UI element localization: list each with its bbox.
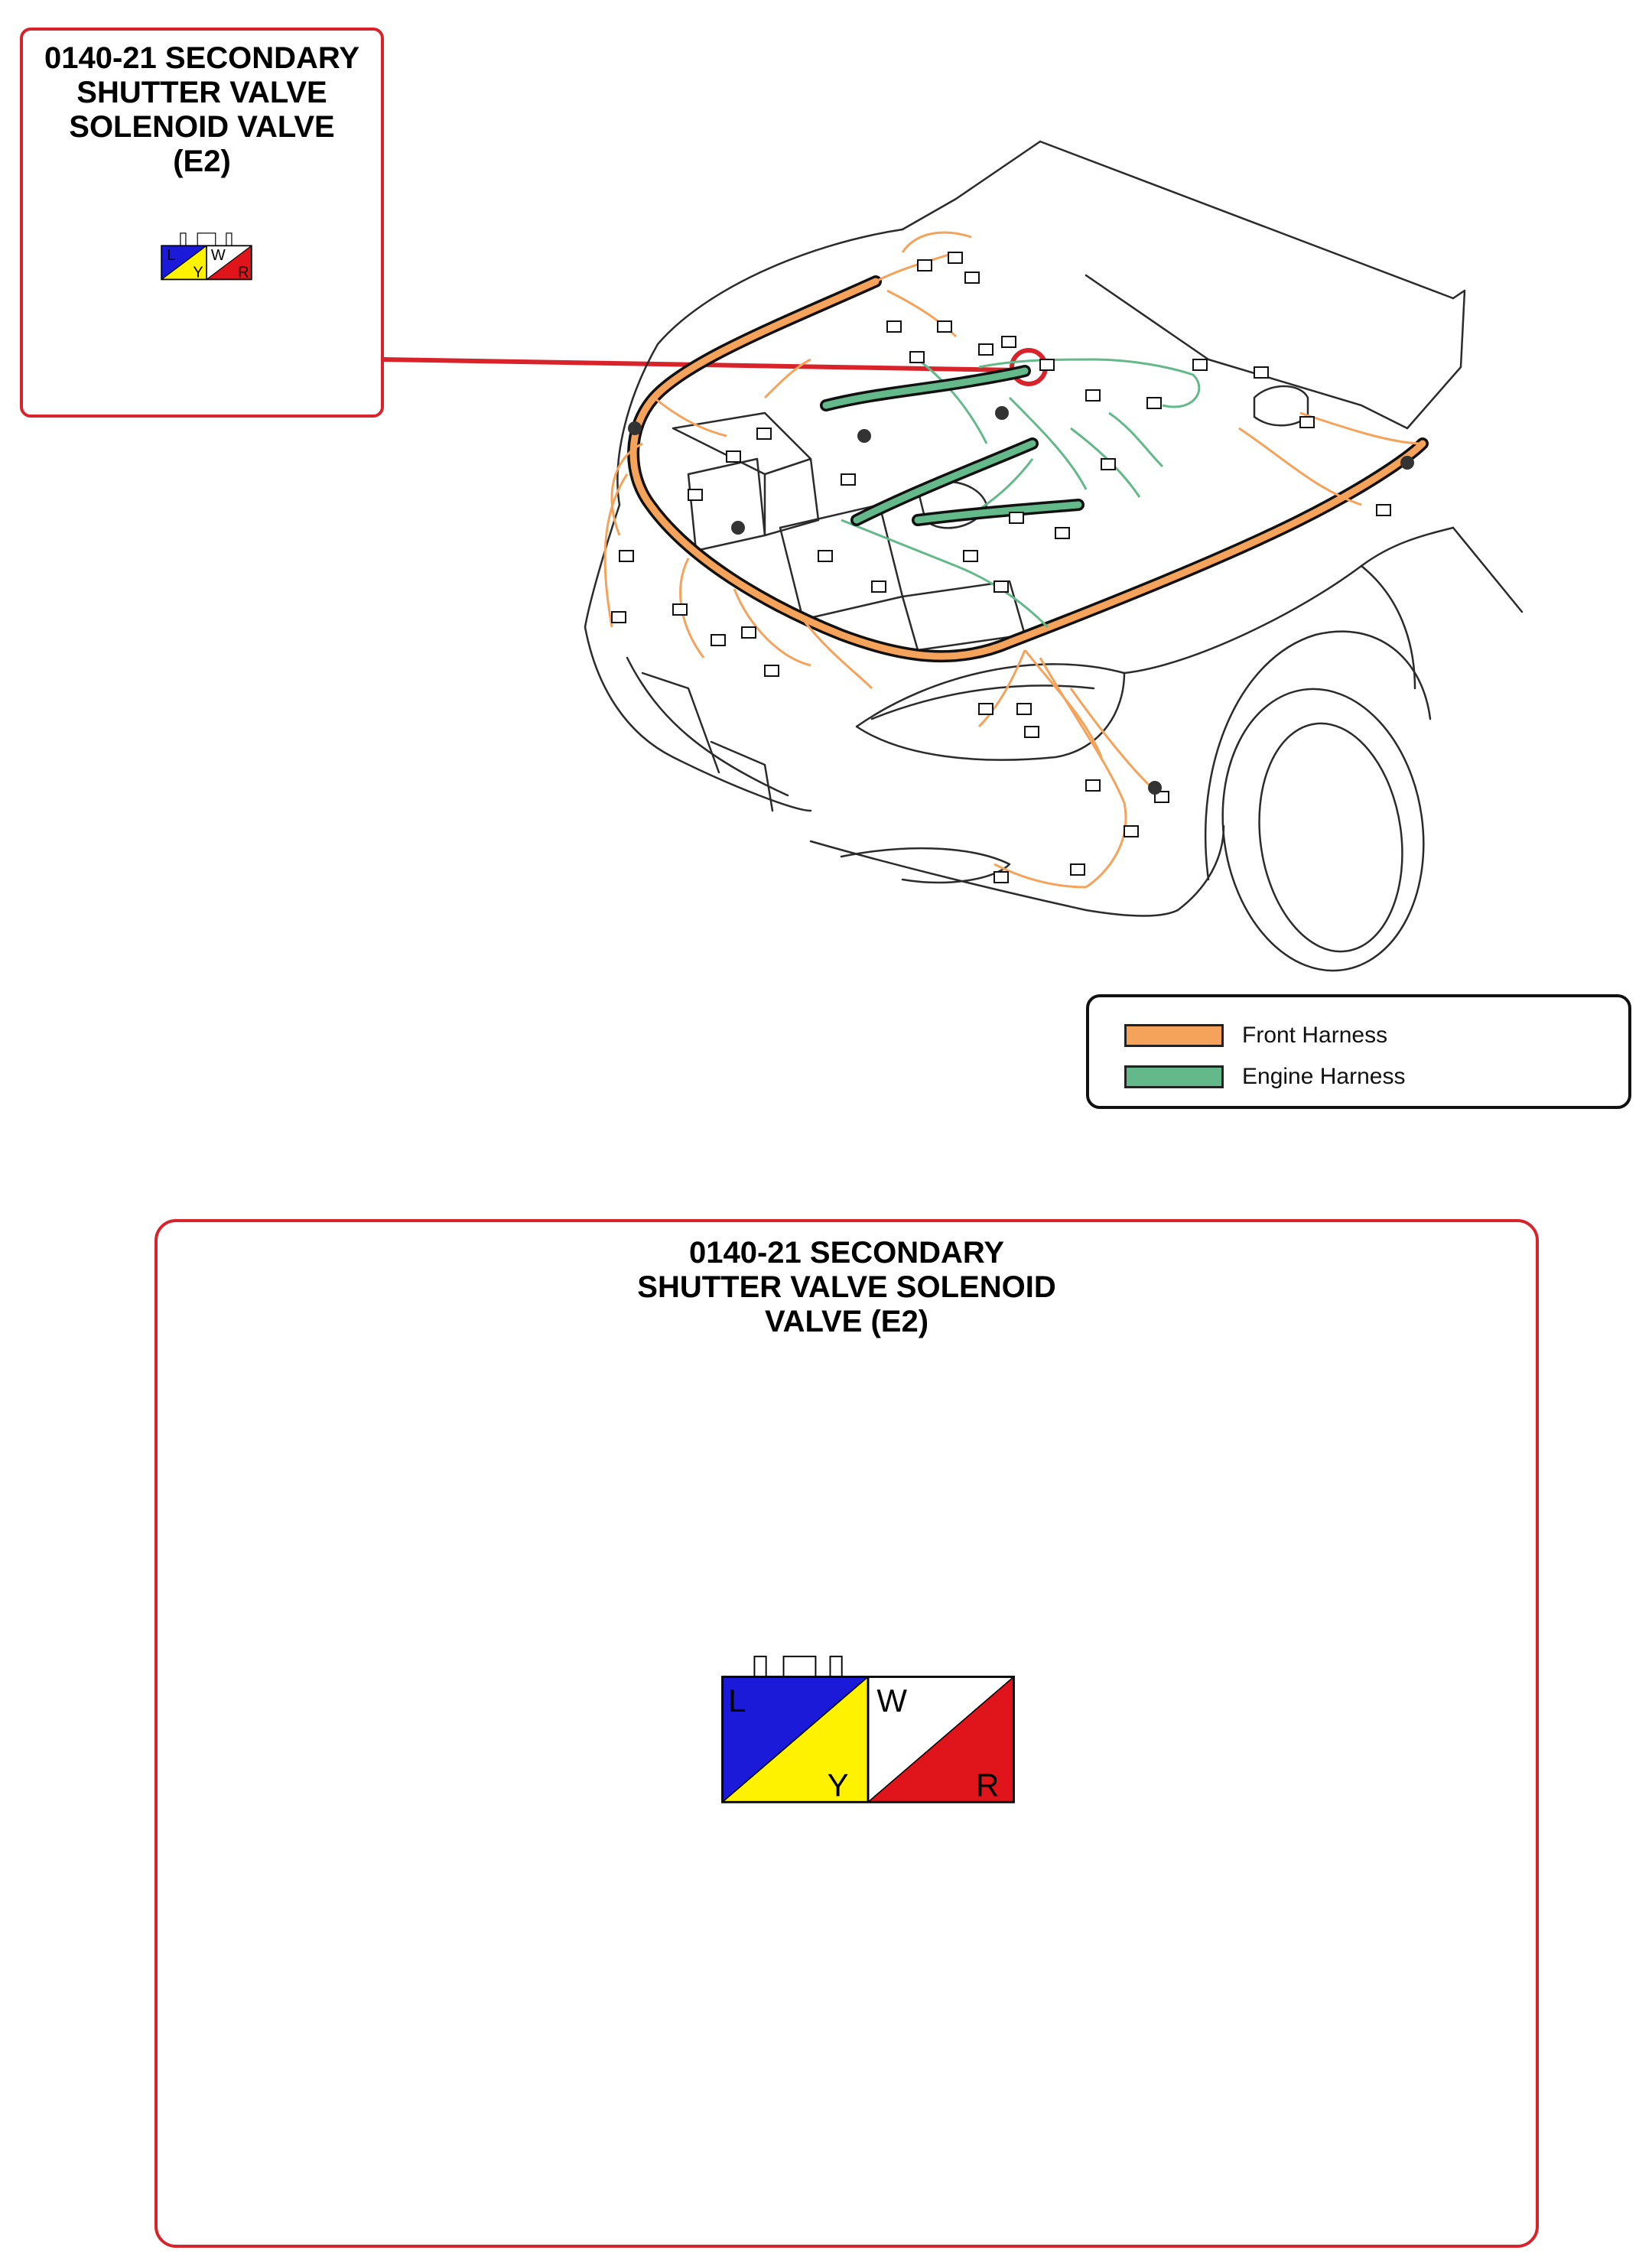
pin-label-l-large: L	[728, 1683, 746, 1719]
front-harness-swatch	[1124, 1024, 1224, 1047]
connector-icon-small: L Y W R	[161, 233, 252, 281]
legend-item-front-harness: Front Harness	[1124, 1020, 1387, 1051]
pin-label-w: W	[211, 247, 226, 264]
pin-label-r-large: R	[976, 1767, 999, 1803]
pin-label-r: R	[238, 264, 249, 281]
vehicle-harness-illustration	[584, 140, 1524, 972]
pin-label-w-large: W	[876, 1683, 907, 1719]
pin-label-y-large: Y	[828, 1767, 849, 1803]
legend-label-front: Front Harness	[1242, 1023, 1388, 1048]
connector-title-large: 0140-21 SECONDARY SHUTTER VALVE SOLENOID…	[637, 1236, 1056, 1338]
connector-callout-large: 0140-21 SECONDARY SHUTTER VALVE SOLENOID…	[154, 1219, 1539, 2248]
pin-label-y: Y	[193, 264, 203, 281]
legend-item-engine-harness: Engine Harness	[1124, 1062, 1405, 1092]
harness-legend: Front Harness Engine Harness	[1086, 994, 1631, 1109]
connector-icon-large: L Y W R	[721, 1655, 1015, 1803]
engine-harness-swatch	[1124, 1065, 1224, 1088]
legend-label-engine: Engine Harness	[1242, 1064, 1406, 1089]
connector-title-small: 0140-21 SECONDARY SHUTTER VALVE SOLENOID…	[44, 41, 359, 178]
pin-label-l: L	[167, 247, 175, 264]
connector-callout-small: 0140-21 SECONDARY SHUTTER VALVE SOLENOID…	[20, 28, 384, 418]
